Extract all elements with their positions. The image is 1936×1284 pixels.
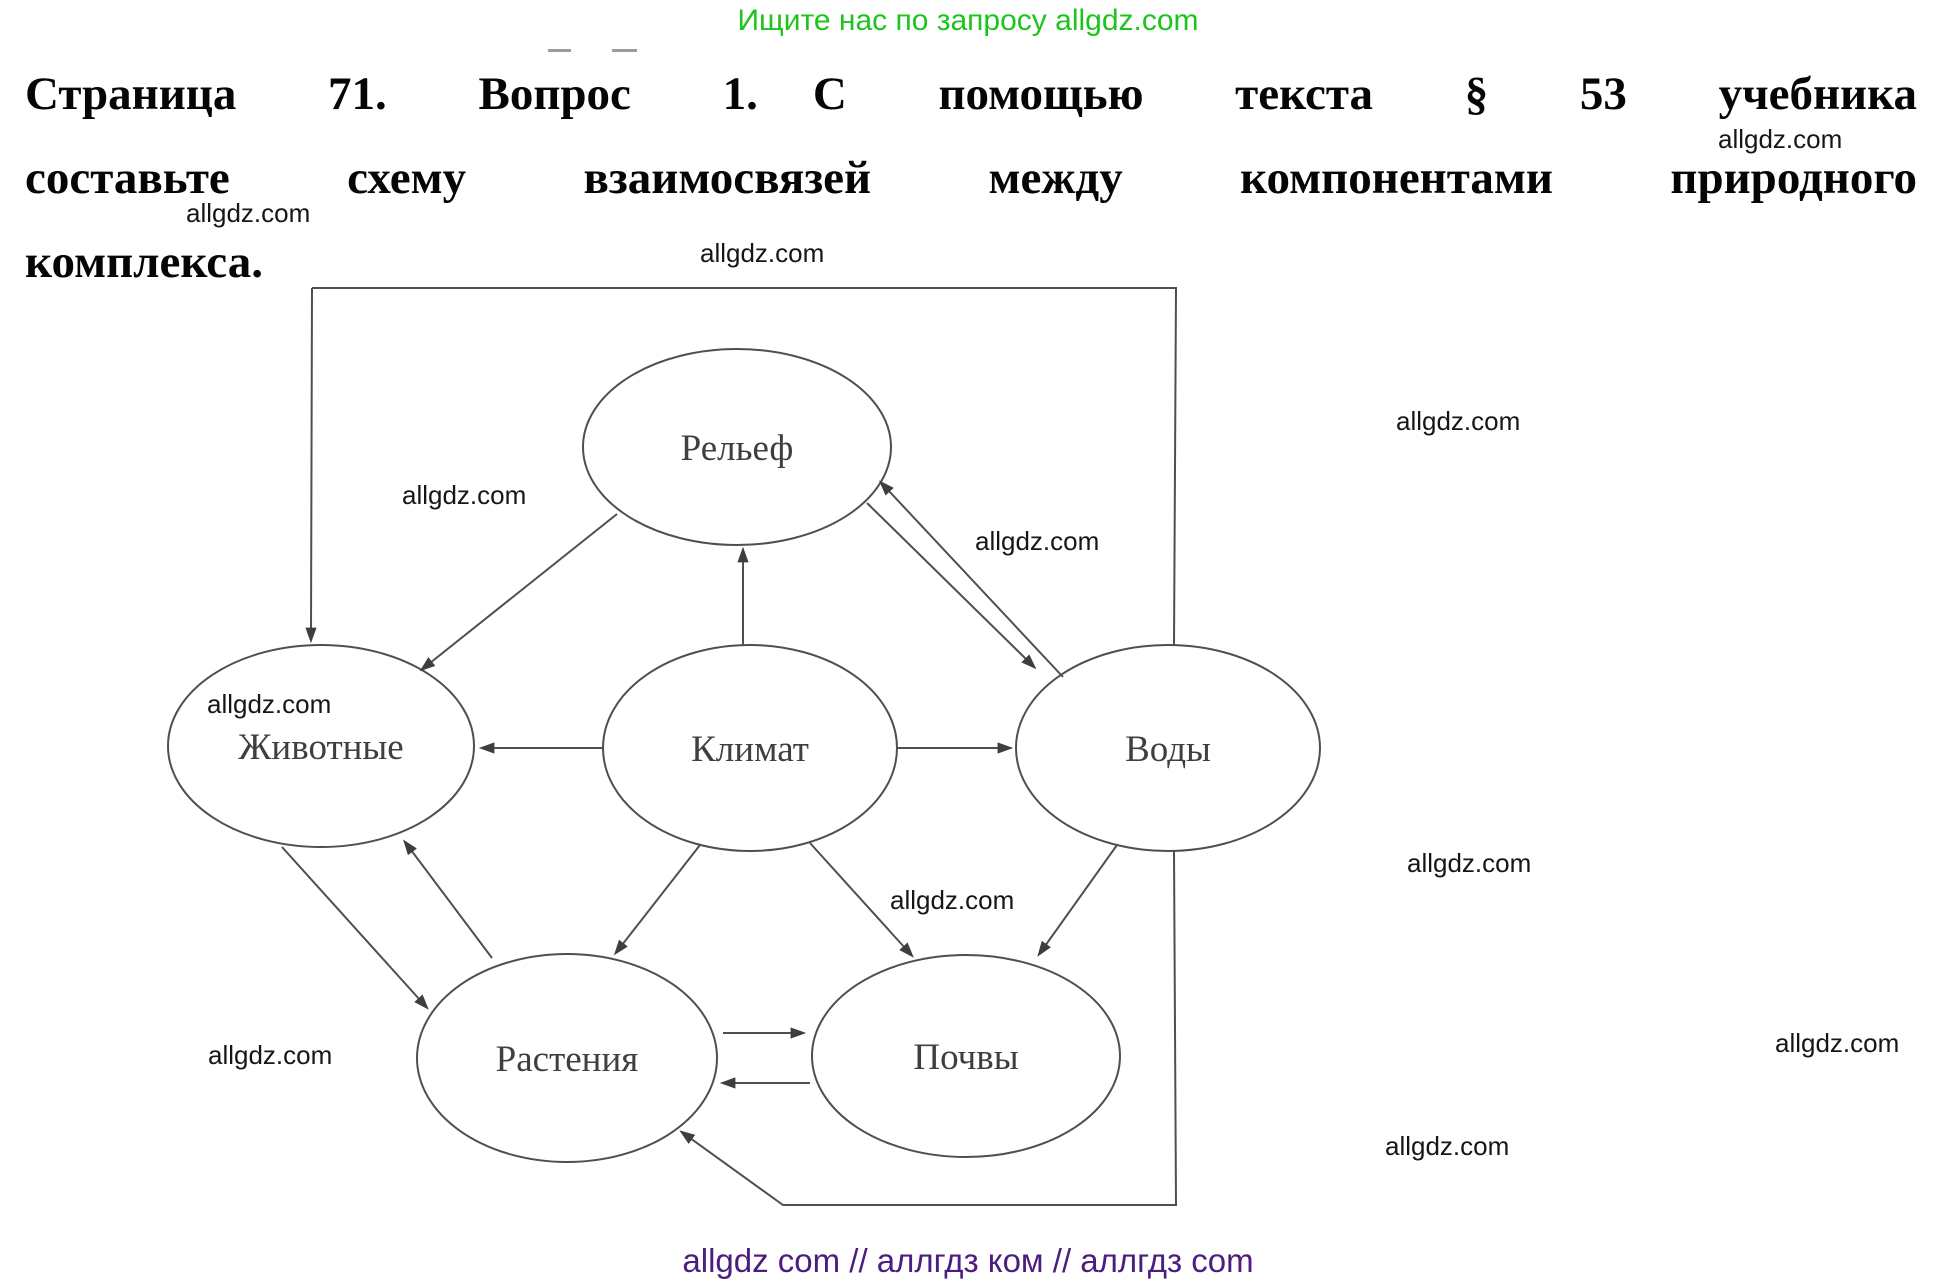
edge-waters-to-relief (878, 480, 1064, 678)
watermark-allgdz-10: allgdz.com (1775, 1028, 1900, 1058)
watermark-allgdz-4: allgdz.com (1396, 406, 1521, 436)
edge-climate-to-plants (613, 844, 701, 956)
watermark-allgdz-2: allgdz.com (186, 198, 311, 228)
watermark-allgdz-8: allgdz.com (1407, 848, 1532, 878)
title-line-2: составьте схему взаимосвязей между компо… (25, 152, 1917, 204)
node-label-relief: Рельеф (681, 428, 794, 469)
node-label-soils: Почвы (913, 1037, 1018, 1078)
edge-plants-to-animals (403, 839, 493, 959)
watermark-allgdz-12: allgdz.com (1385, 1131, 1510, 1161)
node-label-plants: Растения (496, 1039, 639, 1080)
diagram-nodes (167, 348, 1321, 1163)
title-line-1: Страница 71. Вопрос 1. С помощью текста §… (25, 52, 1917, 136)
node-ellipse-animals (167, 644, 475, 848)
watermark-allgdz-11: allgdz.com (208, 1040, 333, 1070)
watermark-allgdz-1: allgdz.com (1718, 124, 1843, 154)
edge-climate-to-soils (809, 842, 914, 958)
promo-banner: Ищите нас по запросу allgdz.com (737, 4, 1199, 37)
watermark-allgdz-7: allgdz.com (207, 689, 332, 719)
watermark-allgdz-3: allgdz.com (700, 238, 825, 268)
title-task-text: С помощью текста § 53 учебника (812, 68, 1917, 120)
dash-decoration-1 (548, 49, 571, 52)
edge-frame-to-waters (312, 287, 1178, 647)
footer-watermark: allgdz com // аллгдз ком // аллгдз com (682, 1242, 1254, 1279)
title-line-3: комплекса. (25, 236, 263, 288)
node-ellipse-relief (582, 348, 892, 546)
edge-animals-to-plants (281, 846, 429, 1010)
title-page-question: Страница 71. Вопрос 1. (25, 68, 758, 120)
edge-waters-to-soils (1037, 844, 1118, 957)
edge-relief-to-waters (866, 502, 1037, 670)
node-label-waters: Воды (1125, 729, 1211, 770)
diagram-edges (281, 287, 1178, 1206)
watermark-allgdz-5: allgdz.com (402, 480, 527, 510)
node-ellipse-soils (811, 954, 1121, 1158)
node-ellipse-waters (1015, 644, 1321, 852)
node-ellipse-plants (416, 953, 718, 1163)
watermark-allgdz-9: allgdz.com (890, 885, 1015, 915)
node-label-animals: Животные (238, 727, 403, 768)
question-title: Страница 71. Вопрос 1. С помощью текста §… (25, 52, 1917, 304)
node-label-climate: Климат (691, 729, 809, 770)
edge-relief-to-animals (419, 513, 618, 672)
edge-frame-to-animals (305, 287, 317, 644)
dash-decoration-2 (612, 49, 637, 52)
watermark-allgdz-6: allgdz.com (975, 526, 1100, 556)
edge-waters-to-plants (679, 850, 1178, 1206)
